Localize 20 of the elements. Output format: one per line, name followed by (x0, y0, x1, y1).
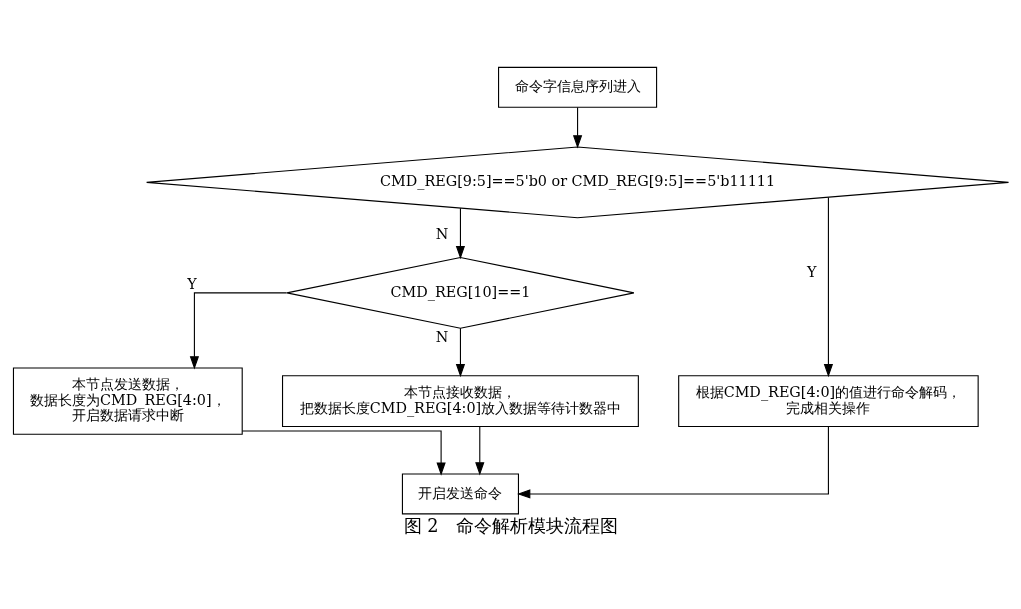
node-box: 命令字信息序列进入 (497, 66, 657, 108)
arrow (516, 425, 829, 499)
node-box: 本节点发送数据，数据长度为CMD_REG[4:0]，开启数据请求中断 (12, 366, 243, 435)
arrow (455, 207, 465, 259)
edge-label: Y (186, 275, 197, 292)
caption: 图 2 命令解析模块流程图 (403, 515, 618, 536)
edge-label: N (435, 328, 448, 345)
edge-label: Y (806, 263, 816, 280)
node-diamond: CMD_REG[9:5]==5'b0 or CMD_REG[9:5]==5'b11111 (145, 145, 1009, 218)
arrow (474, 425, 484, 475)
node-diamond: CMD_REG[10]==1 (285, 256, 634, 329)
arrow (572, 106, 582, 149)
node-box: 开启发送命令 (401, 473, 519, 514)
arrow (455, 327, 465, 377)
arrow (823, 196, 833, 377)
edge-label: N (435, 225, 448, 242)
arrow (189, 291, 287, 369)
arrow (241, 429, 446, 476)
node-box: 根据CMD_REG[4:0]的值进行命令解码，完成相关操作 (677, 374, 979, 427)
node-box: 本节点接收数据，把数据长度CMD_REG[4:0]放入数据等待计数器中 (281, 374, 639, 427)
